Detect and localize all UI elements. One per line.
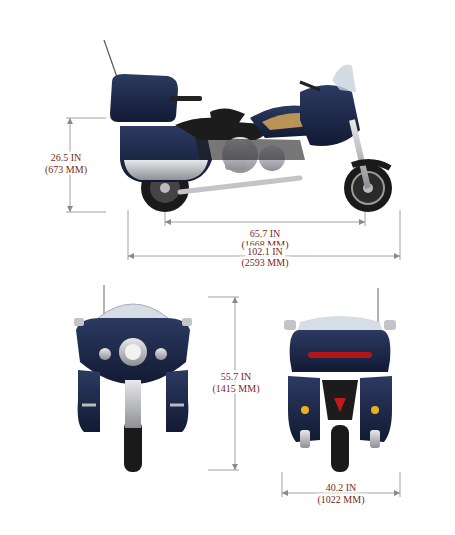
side-view-bike xyxy=(104,40,392,212)
dimension-label: 102.1 IN xyxy=(245,246,285,257)
dimension-label: 55.7 IN xyxy=(219,371,254,382)
dimension-label: (1415 MM) xyxy=(211,383,262,394)
dimension-lines xyxy=(66,118,400,497)
front-view-bike xyxy=(74,285,192,472)
dimension-label: 40.2 IN xyxy=(324,482,359,493)
dimension-label: 65.7 IN xyxy=(248,228,283,239)
dimension-label: 26.5 IN xyxy=(49,152,84,163)
dimension-label: (673 MM) xyxy=(43,164,89,175)
dimension-label: (2593 MM) xyxy=(240,257,291,268)
arrowheads xyxy=(67,118,400,496)
dimension-label: (1022 MM) xyxy=(316,494,367,505)
rear-view-bike xyxy=(284,288,396,472)
